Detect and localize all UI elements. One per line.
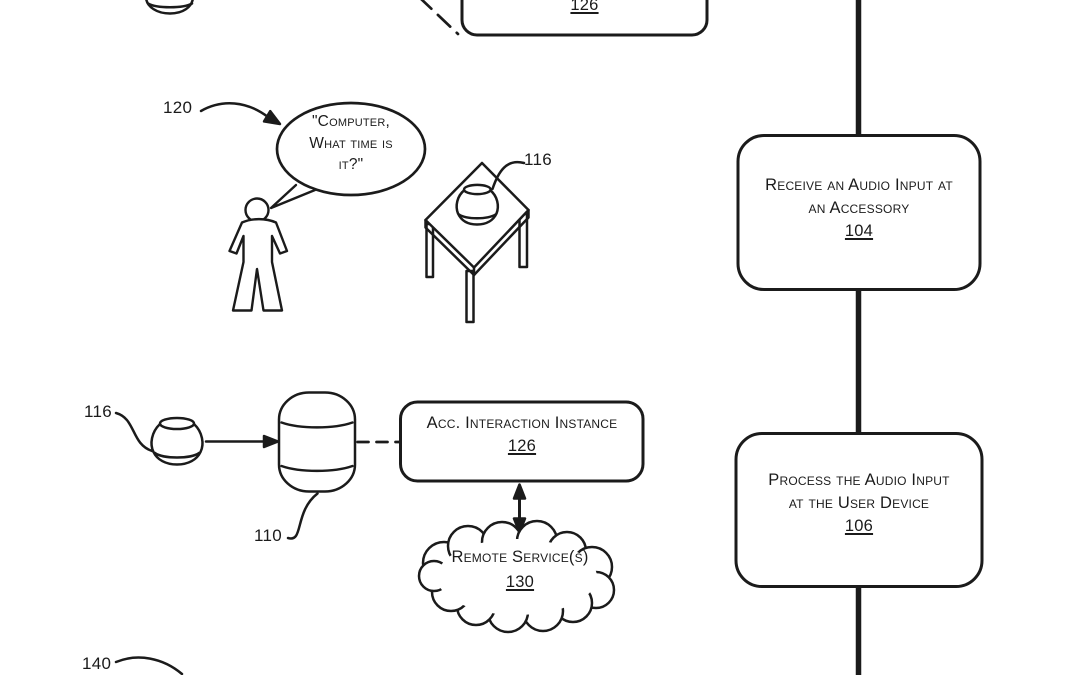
- speech-line-3: it?": [338, 156, 364, 173]
- mid-speaker-leader-line: [114, 411, 154, 453]
- table-speaker-illustration: [455, 183, 500, 226]
- remote-services-text: Remote Service(s) 130: [424, 545, 616, 595]
- step-106-line-2: at the User Device: [788, 494, 930, 512]
- step-104-line-2: an Accessory: [808, 199, 910, 217]
- speech-line-1: "Computer,: [311, 113, 390, 130]
- ref-number-116-mid: 116: [84, 402, 113, 421]
- step-106-line-1: Process the Audio Input: [768, 471, 950, 489]
- acc-box-title: Acc. Interaction Instance: [426, 414, 618, 432]
- cloud-title: Remote Service(s): [451, 548, 589, 566]
- speaker-to-device-arrow: [204, 434, 280, 449]
- flow-box-106: [734, 432, 984, 588]
- person-figure: [228, 197, 289, 312]
- table-speaker-leader-line: [491, 160, 526, 191]
- speech-bubble-shape: [269, 101, 427, 210]
- top-left-partial-speaker: [145, 0, 194, 15]
- ref-number-116-table: 116: [524, 150, 553, 169]
- top-dashed-connector: [420, 0, 460, 36]
- label-120-arrow: [199, 102, 282, 126]
- speech-bubble-text: "Computer, What time is it?": [284, 111, 418, 176]
- accbox-cloud-arrow: [512, 483, 527, 534]
- ref-number-106: 106: [844, 517, 874, 535]
- ref-number-110: 110: [254, 526, 283, 545]
- table-illustration: [424, 160, 530, 324]
- flow-step-104-text: Receive an Audio Input at an Accessory 1…: [740, 174, 978, 243]
- user-device-leader-line: [286, 492, 319, 540]
- remote-services-cloud: [417, 519, 616, 634]
- ref-number-126: 126: [507, 436, 537, 455]
- speech-line-2: What time is: [309, 134, 393, 152]
- label-140-leader-line: [114, 656, 184, 675]
- mid-speaker-illustration: [114, 411, 204, 466]
- ref-number-130: 130: [505, 573, 535, 591]
- top-box-ref: 126: [462, 0, 707, 15]
- ref-number-140: 140: [82, 654, 112, 673]
- acc-interaction-box-text: Acc. Interaction Instance 126: [402, 412, 642, 457]
- flow-box-104: [736, 134, 982, 291]
- acc-interaction-box: [399, 400, 645, 483]
- step-104-line-1: Receive an Audio Input at: [765, 176, 953, 194]
- ref-number-126-top: 126: [570, 0, 599, 14]
- flow-step-106-text: Process the Audio Input at the User Devi…: [738, 469, 980, 538]
- ref-number-104: 104: [844, 222, 874, 240]
- top-partial-box: [460, 0, 709, 37]
- ref-number-120: 120: [163, 98, 193, 117]
- user-device-cylinder: [277, 391, 357, 540]
